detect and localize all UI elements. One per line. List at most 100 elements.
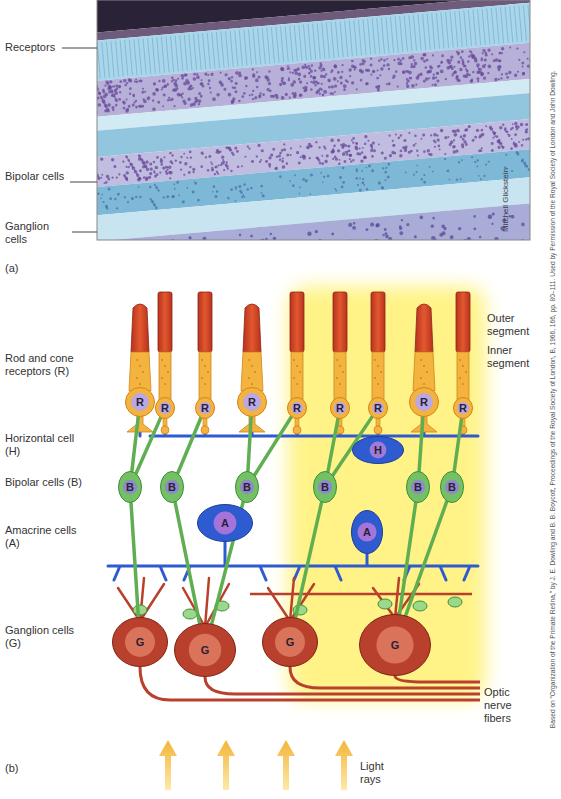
nucleus-dot bbox=[437, 65, 440, 68]
cell-body bbox=[198, 505, 253, 542]
nucleus-dot bbox=[201, 79, 203, 81]
cell-nucleus bbox=[165, 480, 179, 494]
light-ray-arrow bbox=[159, 740, 177, 790]
mitochondria-dot bbox=[420, 359, 422, 361]
nucleus-dot bbox=[215, 151, 217, 153]
mitochondria-dot bbox=[420, 377, 422, 379]
receptor-striation bbox=[97, 43, 100, 79]
nucleus-dot bbox=[169, 152, 172, 155]
nucleus-dot bbox=[490, 142, 493, 145]
cell-letter: A bbox=[221, 518, 229, 529]
nucleus-dot bbox=[224, 73, 228, 77]
nucleus-dot bbox=[113, 95, 116, 98]
cell-nucleus bbox=[411, 480, 425, 494]
nucleus-dot bbox=[371, 169, 374, 172]
nucleus-dot bbox=[422, 133, 425, 136]
nucleus-dot bbox=[115, 100, 118, 103]
nucleus-dot bbox=[226, 161, 228, 163]
nucleus-dot bbox=[491, 223, 493, 225]
nucleus-dot bbox=[458, 227, 462, 231]
nucleus-dot bbox=[493, 132, 496, 135]
nucleus-dot bbox=[521, 158, 524, 161]
nucleus-dot bbox=[306, 145, 310, 149]
cell-body bbox=[161, 472, 184, 503]
nucleus-dot bbox=[125, 109, 129, 113]
nucleus-dot bbox=[476, 77, 479, 80]
nucleus-dot bbox=[133, 95, 135, 97]
nucleus-dot bbox=[193, 73, 196, 76]
nucleus-dot bbox=[149, 162, 152, 165]
nucleus-dot bbox=[356, 170, 358, 172]
nucleus-dot bbox=[307, 147, 310, 150]
nucleus-dot bbox=[123, 101, 127, 105]
nucleus-dot bbox=[388, 134, 391, 137]
nucleus-dot bbox=[125, 166, 127, 168]
nucleus-dot bbox=[423, 60, 426, 63]
nucleus-dot bbox=[107, 103, 111, 107]
nucleus-dot bbox=[153, 82, 157, 86]
nucleus-dot bbox=[236, 150, 239, 153]
mitochondria-dot bbox=[251, 365, 253, 367]
nucleus-dot bbox=[256, 71, 258, 73]
nucleus-dot bbox=[337, 80, 339, 82]
nucleus-dot bbox=[440, 61, 443, 64]
nucleus-dot bbox=[499, 52, 501, 54]
receptor-striation bbox=[120, 41, 123, 77]
cell-letter: A bbox=[363, 527, 371, 538]
nucleus-dot bbox=[351, 139, 353, 141]
cell-nucleus bbox=[457, 402, 469, 414]
receptor-striation bbox=[377, 18, 380, 54]
nucleus-dot bbox=[406, 223, 409, 226]
nucleus-dot bbox=[192, 171, 195, 174]
nucleus-dot bbox=[314, 69, 317, 72]
nucleus-dot bbox=[339, 76, 343, 80]
receptor-cell: R bbox=[195, 397, 215, 419]
nucleus-dot bbox=[387, 163, 390, 166]
nucleus-dot bbox=[414, 235, 417, 238]
nucleus-dot bbox=[196, 75, 200, 79]
receptor-striation bbox=[253, 29, 256, 65]
receptor-striation bbox=[368, 19, 371, 55]
nucleus-dot bbox=[173, 183, 175, 185]
mitochondria-dot bbox=[161, 359, 163, 361]
mitochondria-dot bbox=[459, 377, 461, 379]
nucleus-dot bbox=[480, 178, 482, 180]
nucleus-dot bbox=[518, 59, 520, 61]
nucleus-dot bbox=[123, 174, 126, 177]
nucleus-dot bbox=[255, 155, 258, 158]
receptor-striation bbox=[189, 34, 192, 70]
nucleus-dot bbox=[341, 71, 343, 73]
receptor-striation bbox=[519, 6, 522, 42]
nucleus-dot bbox=[375, 86, 378, 89]
nucleus-dot bbox=[235, 71, 239, 75]
nucleus-dot bbox=[332, 150, 335, 153]
nucleus-dot bbox=[527, 58, 529, 60]
nucleus-dot bbox=[354, 66, 357, 69]
nucleus-dot bbox=[363, 184, 365, 186]
receptor-striation bbox=[500, 7, 503, 43]
nucleus-dot bbox=[506, 76, 509, 79]
nucleus-dot bbox=[290, 147, 292, 149]
nucleus-dot bbox=[434, 146, 436, 148]
nucleus-dot bbox=[522, 72, 525, 75]
nucleus-dot bbox=[436, 79, 439, 82]
nucleus-dot bbox=[473, 215, 476, 218]
nucleus-dot bbox=[514, 144, 516, 146]
nucleus-dot bbox=[386, 58, 388, 60]
light-ray-arrow bbox=[277, 740, 295, 790]
nucleus-dot bbox=[154, 205, 156, 207]
nucleus-dot bbox=[393, 59, 395, 61]
nucleus-dot bbox=[136, 174, 140, 178]
nucleus-dot bbox=[252, 98, 254, 100]
nucleus-dot bbox=[352, 137, 355, 140]
nucleus-dot bbox=[219, 150, 222, 153]
nucleus-dot bbox=[491, 149, 494, 152]
nucleus-dot bbox=[453, 130, 457, 134]
inner-segment bbox=[291, 352, 303, 401]
inner-segment bbox=[241, 352, 263, 391]
part-label: (b) bbox=[5, 762, 35, 775]
nucleus-dot bbox=[511, 138, 513, 140]
nucleus-dot bbox=[113, 165, 116, 168]
nucleus-dot bbox=[173, 88, 176, 91]
nucleus-dot bbox=[237, 165, 240, 168]
